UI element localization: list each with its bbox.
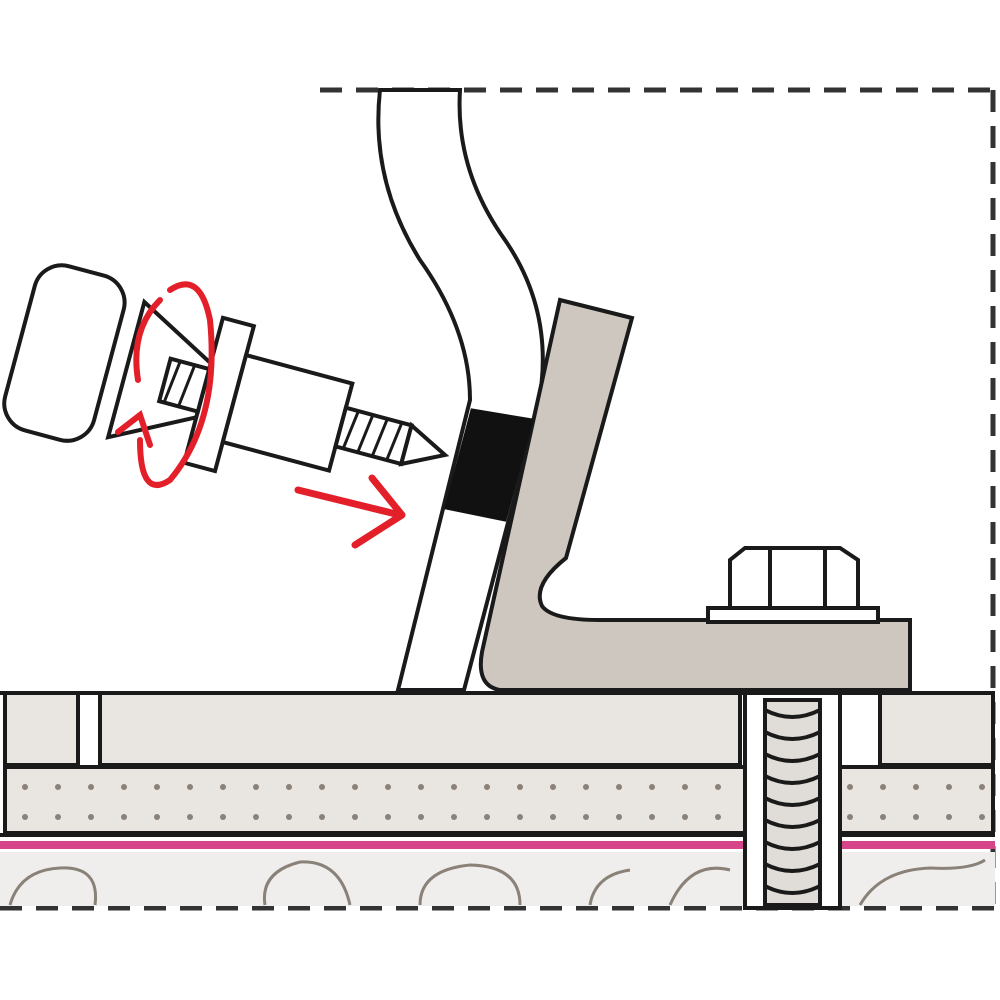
insulation-dot: [880, 784, 886, 790]
insulation-dot: [286, 814, 292, 820]
insulation-dot: [418, 784, 424, 790]
insulation-dot: [220, 784, 226, 790]
insulation-dot: [187, 814, 193, 820]
insulation-dot: [616, 784, 622, 790]
insulation-dot: [187, 784, 193, 790]
anchor-thread: [764, 774, 821, 785]
insulation-dot: [715, 814, 721, 820]
masonry-layer: [0, 852, 995, 906]
insulation-dot: [352, 814, 358, 820]
anchor-thread: [764, 840, 821, 851]
insulation-dot: [385, 784, 391, 790]
screw-assembly: [2, 263, 450, 474]
insulation-dot: [979, 784, 985, 790]
anchor-thread: [764, 752, 821, 763]
insulation-dot: [88, 784, 94, 790]
insulation-dot: [616, 814, 622, 820]
insulation-dot: [913, 814, 919, 820]
insulation-dot: [517, 814, 523, 820]
anchor-thread: [764, 730, 821, 741]
insulation-dot: [946, 784, 952, 790]
insulation-dot: [847, 814, 853, 820]
insulation-dot: [385, 814, 391, 820]
insulation-dot: [715, 784, 721, 790]
insulation-dot: [154, 814, 160, 820]
insulation-dot: [682, 814, 688, 820]
insulation-dot: [484, 784, 490, 790]
insulation-dot: [880, 814, 886, 820]
anchor-thread: [764, 862, 821, 873]
insulation-dot: [22, 814, 28, 820]
insulation-dot: [451, 814, 457, 820]
anchor-thread: [764, 884, 821, 895]
insulation-dot: [286, 784, 292, 790]
angle-bracket: [478, 297, 912, 692]
anchor-thread: [764, 818, 821, 829]
insulation-dot: [88, 814, 94, 820]
insulation-layer: [3, 765, 995, 835]
insulation-dot: [913, 784, 919, 790]
insulation-dot: [22, 784, 28, 790]
insulation-dot: [682, 784, 688, 790]
pipe: [376, 88, 545, 692]
insert-arrow-icon: [294, 474, 406, 549]
insulation-dot: [649, 814, 655, 820]
wall-anchor: [743, 691, 842, 910]
insulation-dot: [253, 814, 259, 820]
rubber-pad: [444, 408, 534, 522]
insulation-dot: [121, 814, 127, 820]
insulation-dot: [319, 814, 325, 820]
insulation-dot: [484, 814, 490, 820]
insulation-dot: [550, 814, 556, 820]
insulation-dot: [418, 814, 424, 820]
insulation-dot: [352, 784, 358, 790]
insulation-dot: [253, 784, 259, 790]
insulation-dot: [121, 784, 127, 790]
insulation-dot: [583, 814, 589, 820]
insulation-dot: [319, 784, 325, 790]
insulation-dot: [649, 784, 655, 790]
hex-nut: [706, 546, 880, 624]
insulation-dot: [550, 784, 556, 790]
insulation-dot: [847, 784, 853, 790]
insulation-dot: [583, 784, 589, 790]
insulation-dot: [55, 784, 61, 790]
top-boards: [0, 691, 995, 767]
insulation-dot: [979, 814, 985, 820]
anchor-thread: [764, 708, 821, 719]
insulation-dot: [946, 814, 952, 820]
anchor-thread: [764, 796, 821, 807]
insulation-dot: [55, 814, 61, 820]
rotate-arrow-icon: [115, 281, 215, 488]
insulation-dot: [451, 784, 457, 790]
insulation-dot: [517, 784, 523, 790]
insulation-dot: [220, 814, 226, 820]
insulation-dot: [154, 784, 160, 790]
